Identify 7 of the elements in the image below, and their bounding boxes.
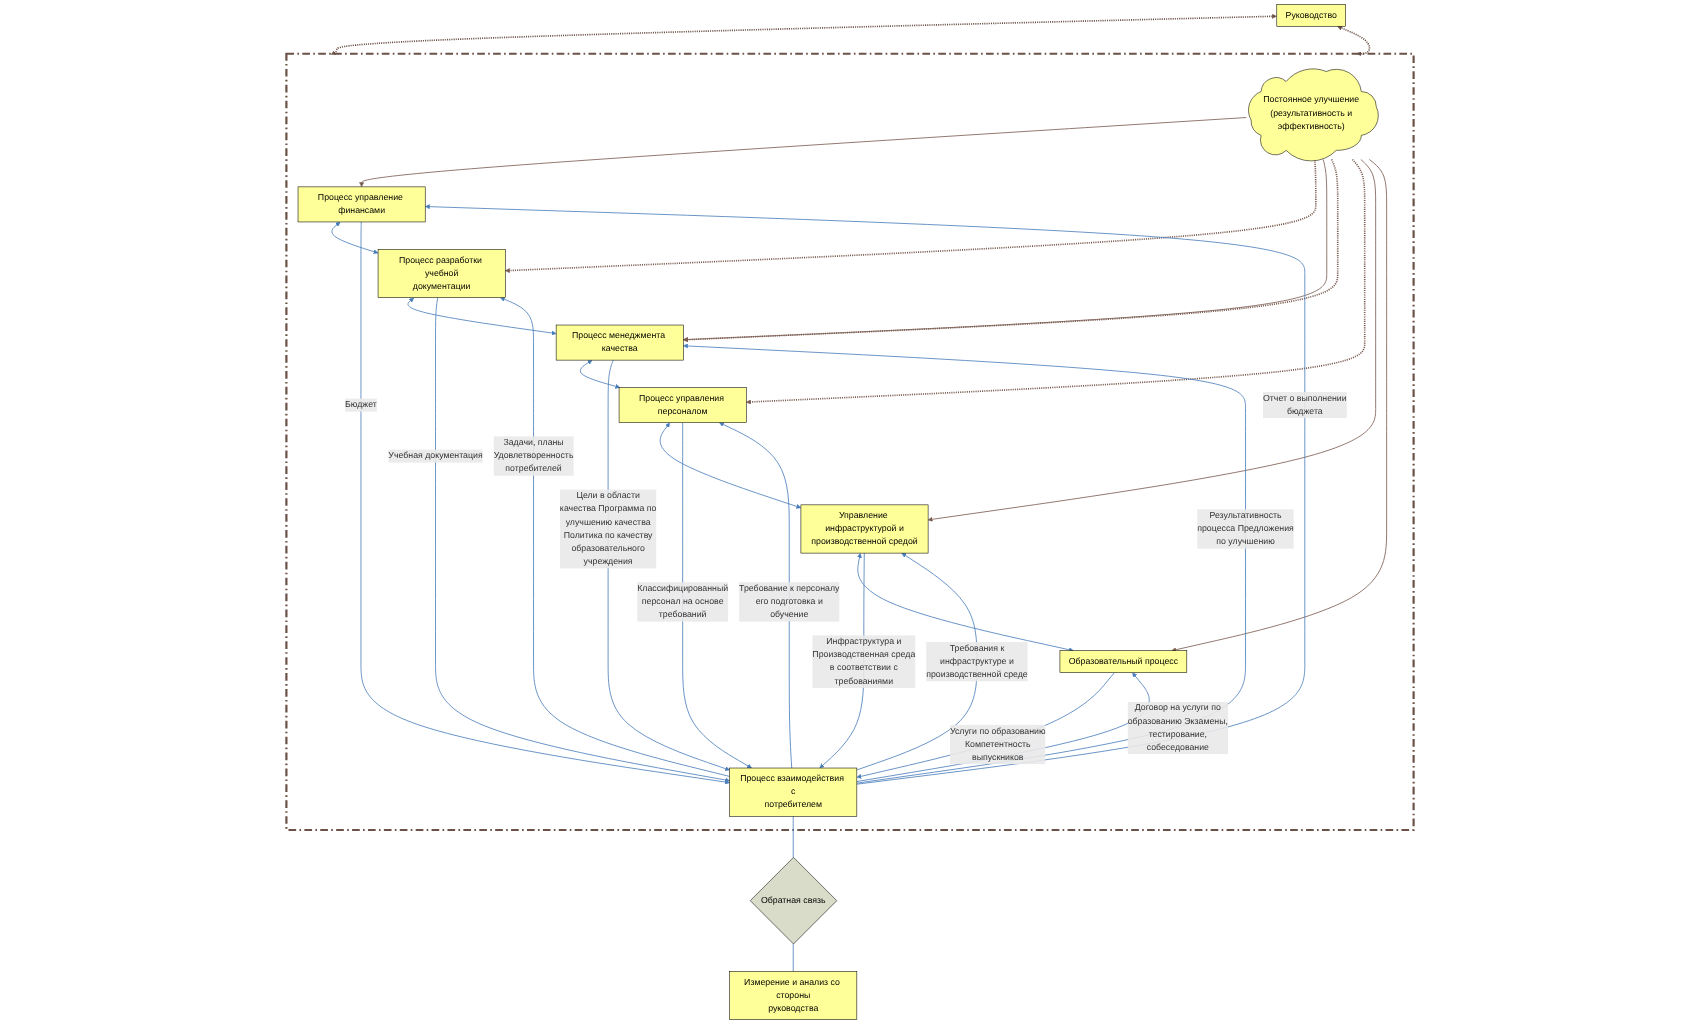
arrow <box>330 13 1277 55</box>
cluster <box>285 52 1415 832</box>
arrow <box>505 158 1317 273</box>
connector <box>792 815 794 858</box>
arrow <box>746 158 1366 405</box>
arrow <box>1337 25 1371 57</box>
connector <box>792 943 794 972</box>
